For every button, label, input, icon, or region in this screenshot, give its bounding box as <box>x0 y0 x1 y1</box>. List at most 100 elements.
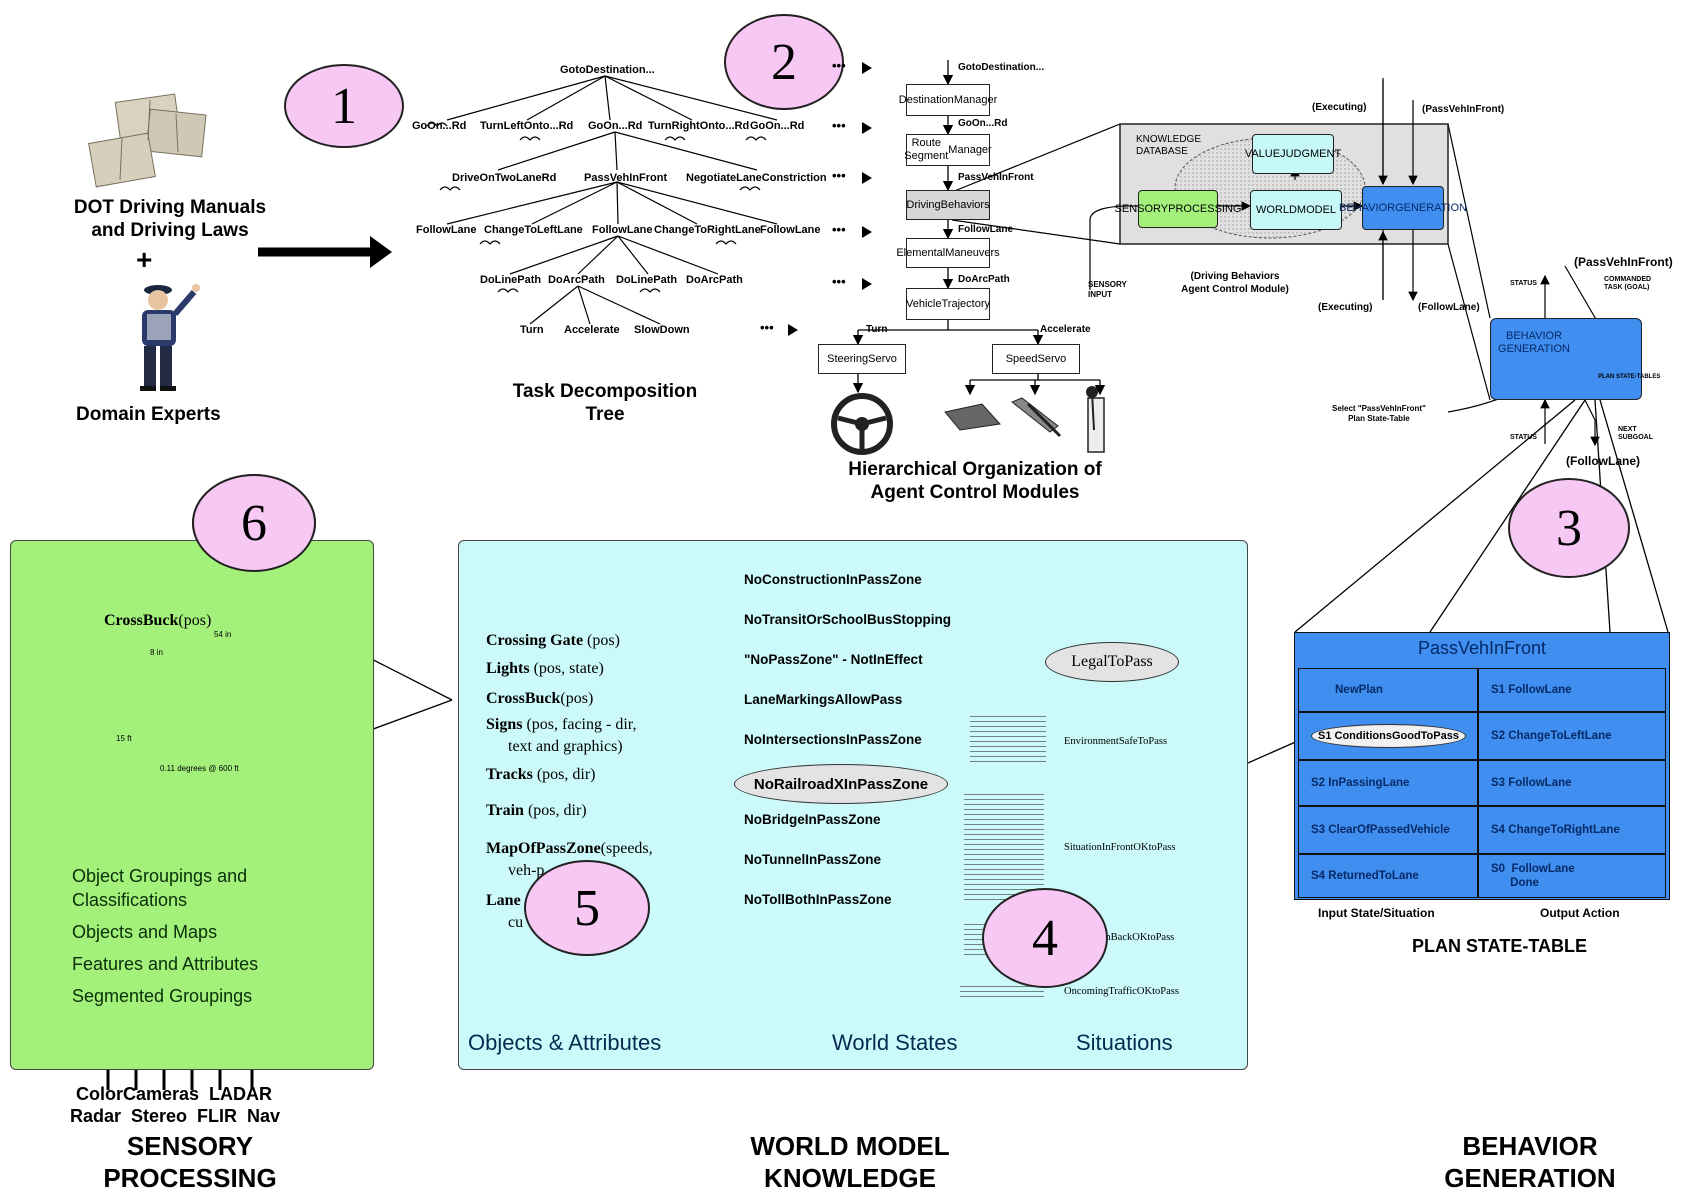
col-world-states: World States <box>832 1030 958 1055</box>
group-segmented: Segmented Groupings <box>72 986 253 1006</box>
hier-accelerate-label: Accelerate <box>1040 324 1091 335</box>
step-circle-5-front: 5 <box>524 860 650 956</box>
knowledge-database-label: KNOWLEDGE DATABASE <box>1136 134 1202 157</box>
object-attr: Lights (pos, state) <box>486 660 604 677</box>
task-tree-title-line2: Tree <box>585 404 625 425</box>
continue-dots: ••• <box>832 274 846 289</box>
col-objects-attributes: Objects & Attributes <box>468 1030 662 1055</box>
plan-table-caption: PLAN STATE-TABLE <box>1412 936 1587 956</box>
step-circle-4-front: 4 <box>982 888 1108 988</box>
continue-dots: ••• <box>832 118 846 133</box>
tree-l2-node: NegotiateLaneConstriction <box>686 172 827 184</box>
task-tree-title: Task Decomposition Tree <box>480 380 730 426</box>
world-state: NoTollBothInPassZone <box>744 892 892 907</box>
agent-module-caption: (Driving Behaviors Agent Control Module) <box>1181 271 1289 295</box>
bg-detail-label: BEHAVIOR GENERATION <box>1498 330 1570 355</box>
plan-row-input: S3 ClearOfPassedVehicle <box>1298 806 1478 854</box>
tree-root: GotoDestination... <box>560 64 655 76</box>
tree-l3-node: ChangeToRightLane <box>654 224 761 236</box>
hier-top-command: GotoDestination... <box>958 62 1045 73</box>
plan-row-output: S1 FollowLane <box>1478 668 1666 712</box>
bg-status-bottom: STATUS <box>1510 434 1537 441</box>
tree-l3-node: FollowLane <box>760 224 821 236</box>
tree-l2-node: DriveOnTwoLaneRd <box>452 172 557 184</box>
tree-l3-node: FollowLane <box>416 224 477 236</box>
gear-shift-icon <box>1086 386 1105 453</box>
object-attr: Crossing Gate (pos) <box>486 632 620 649</box>
world-state: LaneMarkingsAllowPass <box>744 692 903 707</box>
norailroad-ellipse: NoRailroadXInPassZone <box>734 764 948 804</box>
step-circle-2: 2 <box>724 14 844 110</box>
hier-turn-label: Turn <box>866 324 888 335</box>
tree-l4-node: DoArcPath <box>548 274 605 286</box>
tree-l1-node: TurnRightOnto...Rd <box>648 120 750 132</box>
traffic-officer-icon <box>140 284 200 391</box>
tree-l1-node: GoOn...Rd <box>750 120 805 132</box>
sensory-processing-panel <box>10 540 374 1070</box>
object-attr: CrossBuck(pos) <box>486 690 594 707</box>
continue-dots: ••• <box>832 58 846 73</box>
plan-col-input-label: Input State/Situation <box>1318 906 1435 920</box>
world-state: NoTransitOrSchoolBusStopping <box>744 612 952 627</box>
step-circle-3: 3 <box>1508 478 1630 578</box>
hier-cmd-doarcpath: DoArcPath <box>958 274 1010 285</box>
hierarchy-connectors <box>852 60 1106 396</box>
select-plan-label: Select "PassVehInFront"Plan State-Table <box>1332 404 1426 423</box>
object-attr: Train (pos, dir) <box>486 802 587 819</box>
step-circle-1: 1 <box>284 64 404 148</box>
passveh-top-label: (PassVehInFront) <box>1422 104 1505 115</box>
tree-l2-node: PassVehInFront <box>584 172 668 184</box>
bg-detail-followlane: (FollowLane) <box>1566 454 1640 468</box>
situation-env: EnvironmentSafeToPass <box>1064 736 1168 747</box>
world-state: NoBridgeInPassZone <box>744 812 881 827</box>
tree-l1-node: TurnLeftOnto...Rd <box>480 120 574 132</box>
object-attr: text and graphics) <box>508 738 623 755</box>
object-attr: Lane <box>486 892 521 909</box>
plan-row-input: S1 ConditionsGoodToPass <box>1298 712 1478 760</box>
front-substates <box>964 792 1044 904</box>
book-stack-icon <box>88 93 207 188</box>
object-attr: MapOfPassZone(speeds, <box>486 840 653 857</box>
executing-bottom-label: (Executing) <box>1318 302 1373 313</box>
hierarchy-title-line1: Hierarchical Organization of <box>848 459 1102 480</box>
agent-module-arrows <box>1089 78 1418 302</box>
plus-sign: + <box>136 244 153 275</box>
tree-l4-node: DoLinePath <box>480 274 542 286</box>
gas-pedal-icon <box>944 403 1001 431</box>
continue-dots: ••• <box>832 222 846 237</box>
world-state: NoTunnelInPassZone <box>744 852 882 867</box>
manuals-line1: DOT Driving Manuals <box>73 197 267 218</box>
object-attr: cu <box>508 914 524 931</box>
domain-experts-caption: Domain Experts <box>76 404 221 425</box>
brake-pedal-icon <box>1011 397 1062 438</box>
tree-l1-node: GoOn...Rd <box>588 120 643 132</box>
dim-bottom: 0.11 degrees @ 600 ft <box>160 764 239 773</box>
plan-row-output: S2 ChangeToLeftLane <box>1478 712 1666 760</box>
hierarchy-title-line2: Agent Control Modules <box>870 482 1080 503</box>
plan-row-output: S3 FollowLane <box>1478 760 1666 806</box>
continue-dots: ••• <box>832 168 846 183</box>
object-attr: Signs (pos, facing - dir, <box>486 716 637 733</box>
manuals-caption: DOT Driving Manuals and Driving Laws <box>50 196 290 242</box>
situation-oncoming: OncomingTrafficOKtoPass <box>1064 986 1179 997</box>
manuals-line2: and Driving Laws <box>91 220 249 241</box>
task-tree-edges <box>446 75 778 325</box>
world-state: "NoPassZone" - NotInEffect <box>744 652 923 667</box>
dim-diag: 8 in <box>150 648 163 657</box>
tree-l4-node: DoArcPath <box>686 274 743 286</box>
group-features-attributes: Features and Attributes <box>72 954 259 974</box>
world-state: NoConstructionInPassZone <box>744 572 922 587</box>
